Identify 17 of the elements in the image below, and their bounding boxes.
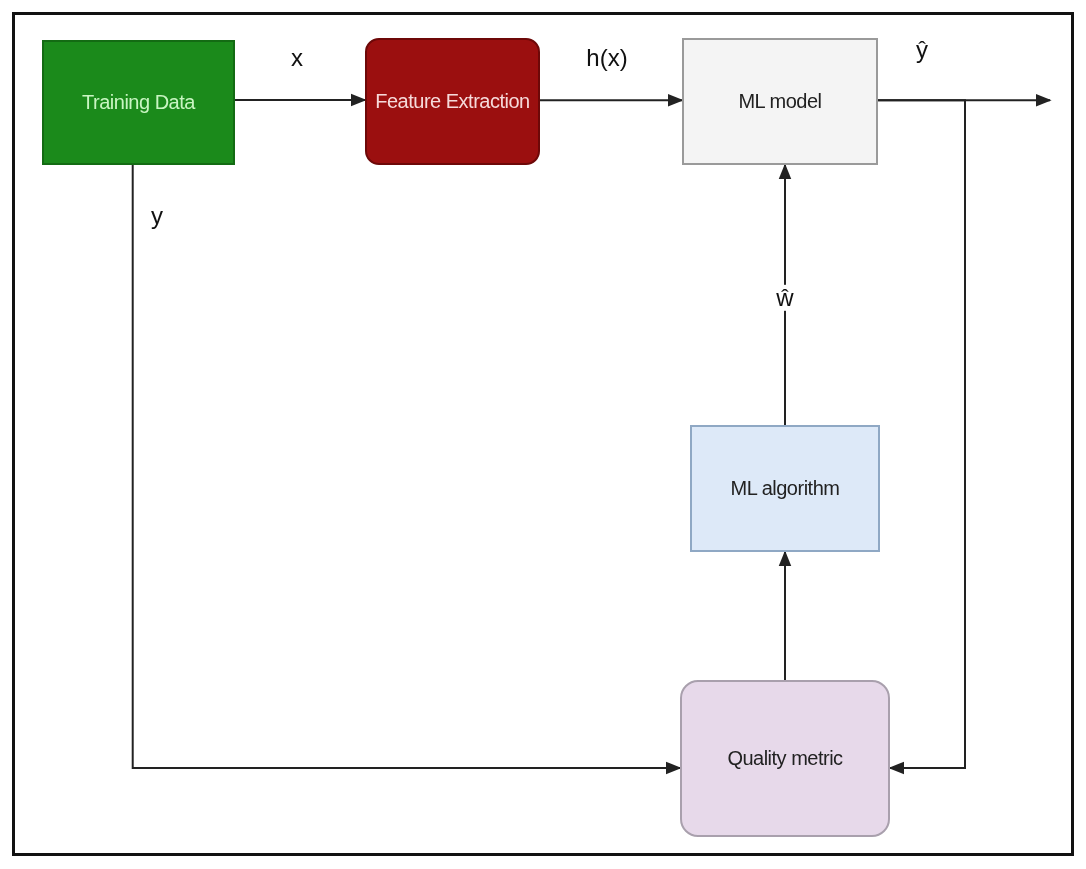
process-box (690, 425, 880, 552)
node-label: ML model (738, 89, 822, 114)
arrow (778, 163, 792, 426)
arrow (778, 550, 792, 681)
edge-label: ŵ (773, 284, 797, 312)
arrow (234, 93, 367, 107)
arrow (131, 164, 682, 775)
process-box (365, 38, 540, 165)
node-label: Quality metric (727, 746, 843, 771)
node-label: Training Data (82, 90, 195, 115)
process-box (42, 40, 235, 165)
process-box (680, 680, 890, 837)
node-label: Feature Extraction (375, 89, 530, 114)
process-box (682, 38, 878, 165)
node-label: ML algorithm (730, 476, 840, 501)
arrow (877, 99, 966, 775)
arrow (539, 93, 684, 107)
